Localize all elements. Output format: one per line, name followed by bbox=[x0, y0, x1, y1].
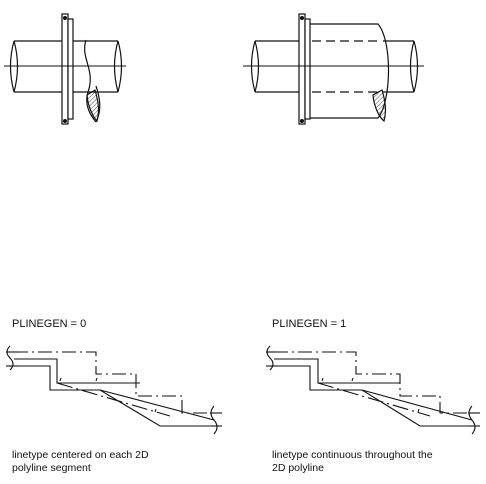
stair-figure-plinegen-1 bbox=[266, 345, 480, 435]
panel-title-plinegen-0: PLINEGEN = 0 bbox=[12, 318, 87, 330]
panel-title-plinegen-1: PLINEGEN = 1 bbox=[272, 318, 347, 330]
pipe-flange-figure-right bbox=[243, 13, 424, 125]
pipe-flange-figure-left bbox=[4, 13, 126, 125]
stair-figure-plinegen-0 bbox=[6, 345, 222, 435]
caption-plinegen-1-line1: linetype continuous throughout the bbox=[272, 449, 433, 461]
caption-plinegen-0-line2: polyline segment bbox=[12, 462, 91, 474]
caption-plinegen-1-line2: 2D polyline bbox=[272, 462, 324, 474]
caption-plinegen-0-line1: linetype centered on each 2D bbox=[12, 449, 149, 461]
